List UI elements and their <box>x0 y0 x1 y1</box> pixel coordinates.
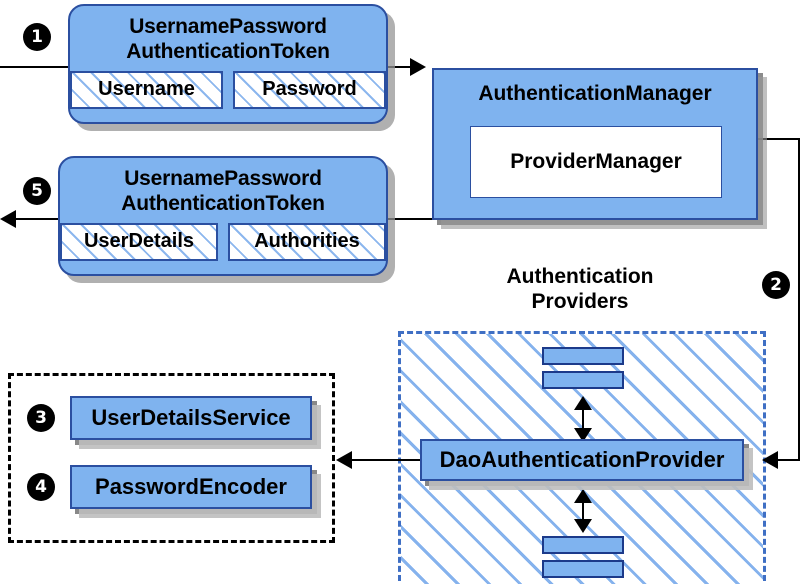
arrow-provider-to-collaborators <box>336 451 352 469</box>
step-badge-3: 3 <box>28 405 54 431</box>
connector-chain-bottom <box>582 495 584 525</box>
provider-manager-label: ProviderManager <box>510 150 682 173</box>
arrow-down-bottom <box>574 519 592 533</box>
response-token-card: UsernamePassword AuthenticationToken Use… <box>58 156 388 276</box>
password-encoder-label: PasswordEncoder <box>95 474 287 499</box>
user-details-service-card: UserDetailsService <box>70 396 312 440</box>
authentication-manager-title: AuthenticationManager <box>478 82 712 105</box>
response-token-slots: UserDetails Authorities <box>60 223 386 261</box>
request-token-title-line1: UsernamePassword <box>129 15 327 38</box>
connector-chain-top <box>582 402 584 434</box>
connector-into-provider <box>778 459 800 461</box>
response-token-title-line1: UsernamePassword <box>124 167 322 190</box>
response-token-title-line2: AuthenticationToken <box>121 192 325 215</box>
provider-chip-top-2 <box>542 371 624 389</box>
user-details-service-label: UserDetailsService <box>91 405 291 430</box>
provider-manager-box: ProviderManager <box>470 126 722 198</box>
dao-authentication-provider-card: DaoAuthenticationProvider <box>420 439 744 481</box>
step-badge-1: 1 <box>24 24 50 50</box>
connector-manager-down <box>798 138 800 460</box>
connector-manager-to-response <box>388 218 436 220</box>
provider-chip-bottom-2 <box>542 560 624 578</box>
dao-authentication-provider-label: DaoAuthenticationProvider <box>439 447 725 472</box>
connector-request-in <box>0 66 72 68</box>
arrow-up-top <box>574 396 592 410</box>
arrow-response-out <box>0 210 16 228</box>
providers-caption-line1: Authentication <box>506 265 654 288</box>
step-badge-2: 2 <box>763 272 789 298</box>
connector-manager-right <box>756 138 800 140</box>
step-badge-5: 5 <box>24 178 50 204</box>
authentication-manager-card: AuthenticationManager ProviderManager <box>432 68 758 220</box>
response-token-title: UsernamePassword AuthenticationToken <box>60 158 386 216</box>
connector-provider-to-collaborators <box>352 459 420 461</box>
slot-username: Username <box>70 71 223 109</box>
connector-response-out <box>16 218 74 220</box>
password-encoder-card: PasswordEncoder <box>70 465 312 509</box>
slot-authorities: Authorities <box>228 223 386 261</box>
request-token-slots: Username Password <box>70 71 386 109</box>
request-token-title: UsernamePassword AuthenticationToken <box>70 6 386 64</box>
step-badge-4: 4 <box>28 474 54 500</box>
provider-chip-top-1 <box>542 347 624 365</box>
arrow-up-bottom <box>574 489 592 503</box>
connector-token-to-manager-line <box>388 66 424 68</box>
arrow-down-top <box>574 428 592 442</box>
providers-caption: Authentication Providers <box>470 264 690 314</box>
providers-caption-line2: Providers <box>531 290 629 313</box>
request-token-title-line2: AuthenticationToken <box>126 40 330 63</box>
provider-chip-bottom-1 <box>542 536 624 554</box>
arrow-manager-to-provider <box>762 451 778 469</box>
request-token-card: UsernamePassword AuthenticationToken Use… <box>68 4 388 124</box>
slot-password: Password <box>233 71 386 109</box>
collaborators-group <box>8 373 335 543</box>
arrow-token-to-manager <box>410 58 426 76</box>
slot-userdetails: UserDetails <box>60 223 218 261</box>
